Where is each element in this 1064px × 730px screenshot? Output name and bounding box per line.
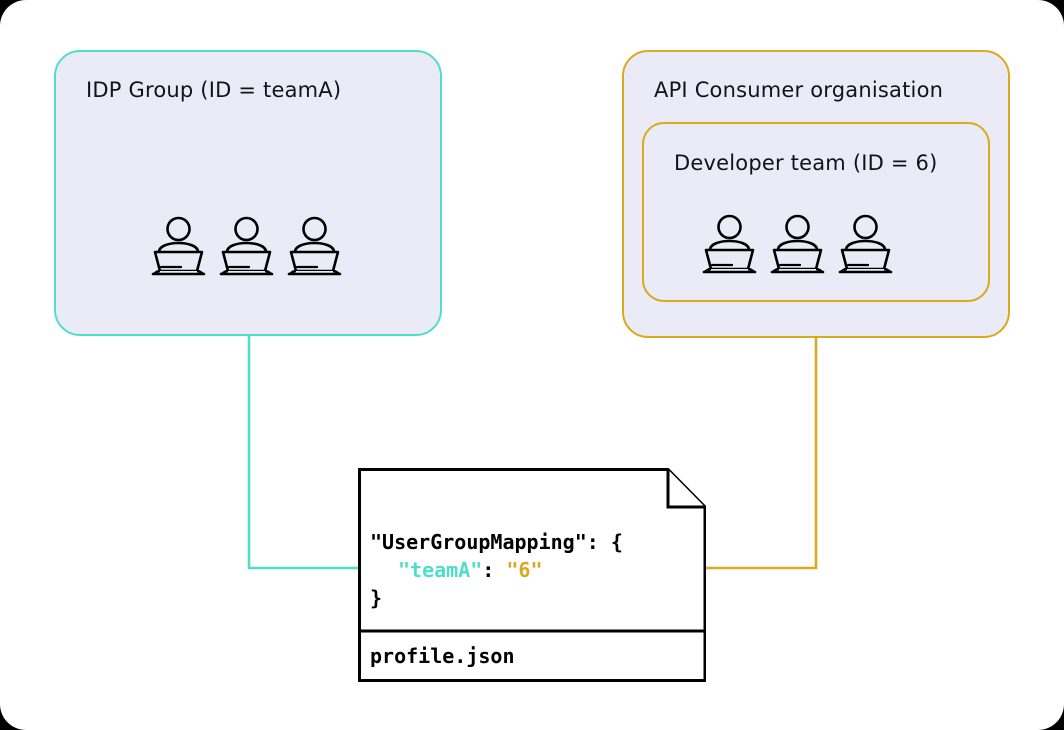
person-at-laptop-icon xyxy=(287,216,342,276)
person-at-laptop-icon xyxy=(770,214,825,274)
idp-group-title: IDP Group (ID = teamA) xyxy=(86,78,342,102)
json-separator: : xyxy=(482,558,507,582)
person-at-laptop-icon xyxy=(151,216,206,276)
connector-idp-to-teamA xyxy=(247,336,395,568)
api-consumer-organisation-title: API Consumer organisation xyxy=(654,78,944,102)
idp-group-box xyxy=(54,50,442,336)
person-at-laptop-icon xyxy=(219,216,274,276)
document-fold-icon xyxy=(666,469,705,509)
json-line-usergroupmapping: "UserGroupMapping": { xyxy=(370,530,623,554)
json-line-closing-brace: } xyxy=(370,586,383,610)
developer-team-people xyxy=(702,214,893,276)
json-value-six: "6" xyxy=(506,558,543,582)
document-outline xyxy=(358,468,706,682)
idp-group-people xyxy=(151,216,342,278)
developer-team-title: Developer team (ID = 6) xyxy=(674,151,938,175)
person-at-laptop-icon xyxy=(702,214,757,274)
person-at-laptop-icon xyxy=(838,214,893,274)
profile-json-document xyxy=(358,468,706,682)
json-line-teama-mapping: "teamA": "6" xyxy=(398,558,543,582)
json-key-teama: "teamA" xyxy=(398,558,483,582)
document-filename: profile.json xyxy=(370,644,515,668)
